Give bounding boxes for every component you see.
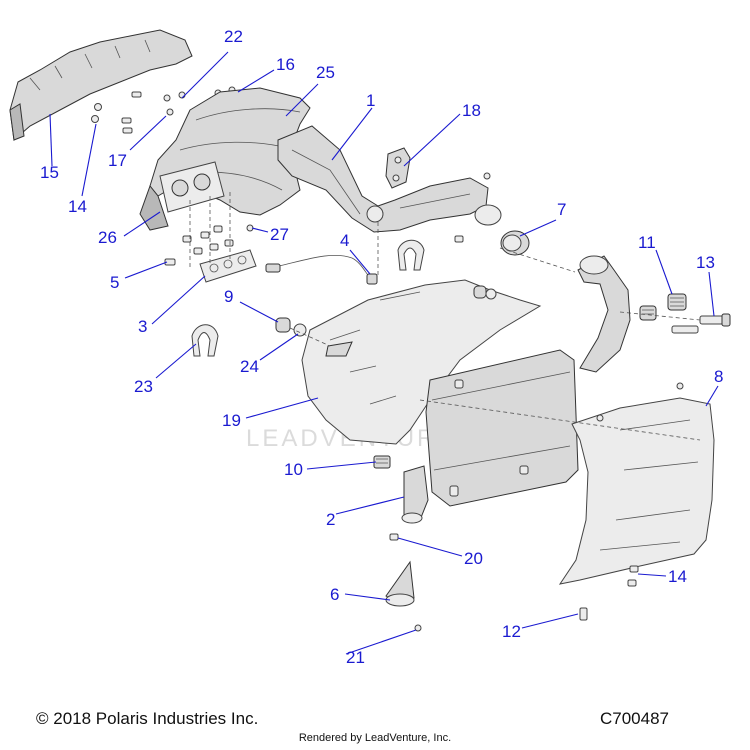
- callout-15: 15: [40, 163, 59, 182]
- clamp-upper: [397, 239, 425, 271]
- callout-14-left: 14: [68, 197, 87, 216]
- callout-21: 21: [346, 648, 365, 667]
- callout-20: 20: [464, 549, 483, 568]
- callout-10: 10: [284, 460, 303, 479]
- small-fastener-top: [483, 172, 491, 180]
- part-11-spring: [639, 293, 687, 321]
- part-15-heat-shield: [9, 29, 193, 141]
- assembly-lines: [189, 192, 701, 441]
- copyright-text: © 2018 Polaris Industries Inc.: [36, 709, 259, 728]
- part-21-fastener: [414, 624, 422, 632]
- callout-13: 13: [696, 253, 715, 272]
- callout-2: 2: [326, 510, 335, 529]
- part-18-hanger-bracket: [385, 147, 411, 189]
- part-20-fastener: [389, 533, 399, 541]
- shield-fastener-mid: [596, 414, 604, 422]
- callout-1: 1: [366, 91, 375, 110]
- callout-11: 11: [638, 233, 656, 252]
- part-12-screw: [579, 607, 588, 621]
- outlet-pipe: [577, 255, 631, 373]
- callout-24: 24: [240, 357, 259, 376]
- manifold-studs: [182, 224, 254, 255]
- hardware-group-top-left: [91, 86, 244, 134]
- callout-3: 3: [138, 317, 147, 336]
- grommet-upper: [473, 285, 487, 299]
- callout-17: 17: [108, 151, 127, 170]
- callout-9: 9: [224, 287, 233, 306]
- part-9-grommet: [275, 317, 291, 333]
- callout-25: 25: [316, 63, 335, 82]
- callout-6: 6: [330, 585, 339, 604]
- rendered-by-text: Rendered by LeadVenture, Inc.: [298, 732, 452, 744]
- callout-14-right: 14: [668, 567, 687, 586]
- callout-5: 5: [110, 273, 119, 292]
- callout-4: 4: [340, 231, 349, 250]
- callout-19: 19: [222, 411, 241, 430]
- callout-labels: 1 2 3 4 5 6 7 8 9 10 11 12 13 14 14 15 1…: [40, 27, 723, 667]
- part-14-washer-right: [629, 565, 639, 573]
- part-14-screw-right: [627, 579, 637, 587]
- diagram-code: C700487: [600, 709, 670, 728]
- callout-22: 22: [224, 27, 243, 46]
- part-19-muffler-heat-shield: [301, 279, 542, 445]
- part-5-bolt: [164, 258, 176, 266]
- shield-fastener-top: [676, 382, 684, 390]
- callout-26: 26: [98, 228, 117, 247]
- part-7-seal-ring: [500, 230, 530, 256]
- part-13-bolt: [671, 313, 731, 334]
- part-6-exhaust-tip: [385, 560, 415, 607]
- part-8-outer-heat-shield: [558, 397, 715, 585]
- leader-lines: [49, 51, 719, 655]
- callout-18: 18: [462, 101, 481, 120]
- part-3-gasket: [199, 249, 257, 283]
- part-24-washer: [293, 323, 307, 337]
- part-2-muffler: [401, 349, 579, 524]
- part-23-clamp: [191, 324, 219, 357]
- small-fastener: [454, 235, 464, 243]
- callout-27: 27: [270, 225, 289, 244]
- washer-upper: [485, 288, 497, 300]
- callout-7: 7: [557, 200, 566, 219]
- callout-16: 16: [276, 55, 295, 74]
- callout-8: 8: [714, 367, 723, 386]
- part-10-spring: [373, 455, 391, 469]
- part-4-oxygen-sensor: [265, 254, 378, 285]
- callout-12: 12: [502, 622, 521, 641]
- part-26-manifold-flange: [159, 161, 225, 213]
- callout-23: 23: [134, 377, 153, 396]
- part-1-head-pipe: [277, 125, 502, 233]
